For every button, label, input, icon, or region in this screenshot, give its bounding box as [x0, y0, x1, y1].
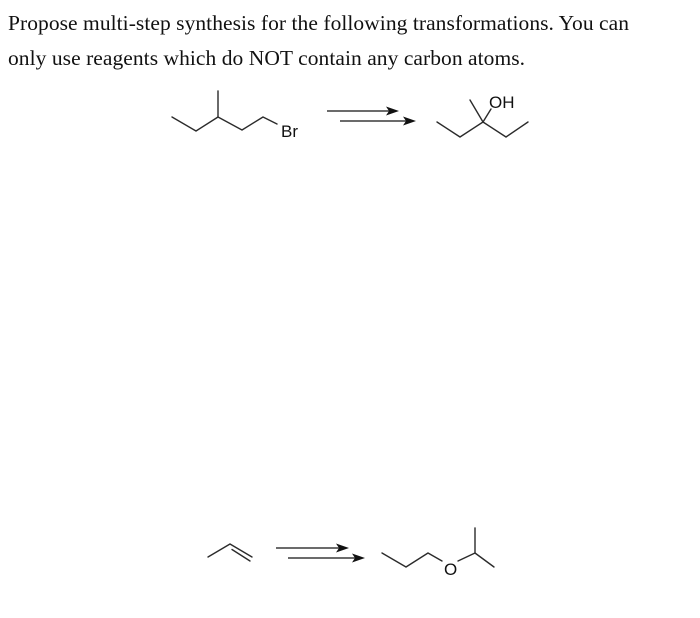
reaction-1-starting-material: Br: [171, 90, 298, 141]
hydroxyl-bond: [482, 108, 492, 123]
reaction-2-product: O: [381, 527, 495, 579]
hydroxyl-label: OH: [489, 93, 515, 112]
reaction-1-arrow: [327, 106, 416, 126]
question-text: Propose multi-step synthesis for the fol…: [8, 6, 698, 76]
bromine-label: Br: [281, 122, 298, 141]
reaction-2-arrow: [276, 543, 365, 563]
reaction-1-product: OH: [436, 93, 529, 138]
question-line-1: Propose multi-step synthesis for the fol…: [8, 11, 630, 35]
carbon-chain: [436, 121, 529, 138]
reaction-2-starting-material: [207, 543, 253, 562]
propyl-chain: [381, 552, 443, 568]
methyl-branch: [469, 99, 484, 123]
carbon-chain: [207, 543, 253, 558]
double-bond-inner: [231, 548, 251, 562]
oxygen-label: O: [444, 560, 457, 579]
question-line-2: only use reagents which do NOT contain a…: [8, 46, 526, 70]
isopropyl-chain: [457, 552, 495, 568]
carbon-chain: [171, 116, 278, 132]
